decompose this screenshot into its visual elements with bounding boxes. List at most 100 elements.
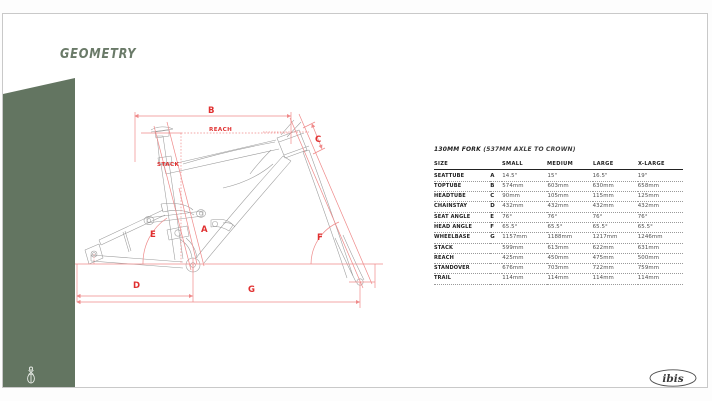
row-label: HEAD ANGLE: [434, 223, 473, 230]
column-header-size: SIZE: [434, 158, 488, 170]
row-value: 125mm: [637, 193, 660, 200]
row-value: 1217mm: [592, 234, 618, 241]
row-key: B: [490, 182, 495, 189]
row-value: 115mm: [592, 193, 614, 200]
row-key: C: [490, 193, 495, 200]
row-label: STACK: [434, 244, 454, 251]
row-label: REACH: [434, 254, 454, 261]
diagram-label-STACK: STACK: [157, 162, 179, 168]
spec-title-paren: (537MM AXLE TO CROWN): [483, 145, 576, 153]
row-label: TRAIL: [434, 275, 452, 282]
row-label: SEAT ANGLE: [434, 213, 471, 220]
row-key: G: [490, 234, 495, 241]
column-header-small: SMALL: [502, 158, 546, 170]
row-value: 574mm: [502, 182, 524, 189]
row-value: 65.5°: [637, 223, 653, 230]
diagram-label-D: D: [133, 281, 140, 291]
table-row: STANDOVER 676mm 703mm 722mm 759mm: [434, 264, 683, 274]
row-value: 432mm: [547, 203, 569, 210]
ibis-wordmark: ibis: [662, 373, 683, 385]
row-value: 65.5°: [547, 223, 563, 230]
diagram-label-G: G: [248, 285, 255, 295]
row-key: [490, 253, 502, 263]
row-value: 658mm: [637, 182, 660, 189]
table-row: SEAT ANGLE E 76° 76° 76° 76°: [434, 212, 683, 223]
row-value: 475mm: [592, 254, 614, 261]
row-value: 114mm: [592, 275, 614, 282]
geometry-spec-table: 130MM FORK (537MM AXLE TO CROWN) SIZE SM…: [434, 145, 684, 285]
row-value: 703mm: [547, 265, 569, 272]
diagram-label-B: B: [208, 106, 214, 116]
sidebar-bike-glyph-icon: [27, 366, 35, 384]
row-value: 114mm: [502, 275, 524, 282]
row-value: 76°: [637, 213, 648, 220]
row-value: 631mm: [637, 244, 660, 251]
row-key: F: [490, 223, 494, 230]
row-value: 105mm: [547, 193, 569, 200]
row-value: 630mm: [592, 182, 614, 189]
row-value: 90mm: [502, 193, 521, 200]
row-value: 599mm: [502, 244, 524, 251]
diagram-label-E: E: [150, 230, 156, 240]
row-value: 76°: [502, 213, 513, 220]
ibis-brand-logo: ibis: [649, 369, 697, 387]
row-value: 432mm: [502, 203, 524, 210]
column-header-key: [490, 158, 502, 170]
row-value: 114mm: [637, 275, 660, 282]
row-label: STANDOVER: [434, 265, 470, 272]
row-label: CHAINSTAY: [434, 203, 468, 210]
table-header-row: SIZE SMALL MEDIUM LARGE X-LARGE: [434, 158, 683, 170]
row-value: 19": [637, 172, 648, 179]
row-value: 15": [547, 172, 558, 179]
row-value: 759mm: [637, 265, 660, 272]
row-value: 14.5": [502, 172, 518, 179]
diagram-label-REACH: REACH: [209, 127, 232, 133]
table-row: TOPTUBE B 574mm 603mm 630mm 658mm: [434, 181, 683, 192]
row-key: [490, 274, 502, 284]
row-value: 1246mm: [637, 234, 663, 241]
diagram-label-F: F: [317, 233, 323, 243]
table-row: HEAD ANGLE F 65.5° 65.5° 65.5° 65.5°: [434, 222, 683, 233]
column-header-large: LARGE: [592, 158, 636, 170]
row-value: 603mm: [547, 182, 569, 189]
diagram-label-A: A: [201, 225, 208, 235]
row-value: 1157mm: [502, 234, 528, 241]
row-value: 432mm: [637, 203, 660, 210]
diagram-label-C: C: [315, 135, 321, 145]
row-label: WHEELBASE: [434, 234, 471, 241]
row-value: 76°: [547, 213, 558, 220]
row-key: [490, 264, 502, 274]
row-value: 425mm: [502, 254, 524, 261]
row-key: D: [490, 203, 495, 210]
table-row: HEADTUBE C 90mm 105mm 115mm 125mm: [434, 192, 683, 202]
table-row: STACK 599mm 613mm 622mm 631mm: [434, 243, 683, 254]
row-key: A: [490, 172, 495, 179]
row-value: 613mm: [547, 244, 569, 251]
row-value: 622mm: [592, 244, 614, 251]
row-label: HEADTUBE: [434, 193, 466, 200]
row-value: 76°: [592, 213, 603, 220]
row-label: TOPTUBE: [434, 182, 462, 189]
table-row: CHAINSTAY D 432mm 432mm 432mm 432mm: [434, 202, 683, 213]
column-header-medium: MEDIUM: [547, 158, 591, 170]
green-side-panel: [3, 78, 75, 387]
row-value: 1188mm: [547, 234, 573, 241]
geometry-table: SIZE SMALL MEDIUM LARGE X-LARGE SEATTUBE…: [434, 158, 683, 285]
column-header-xlarge: X-LARGE: [637, 158, 681, 170]
row-value: 676mm: [502, 265, 524, 272]
row-value: 722mm: [592, 265, 614, 272]
row-value: 65.5°: [502, 223, 518, 230]
row-label: SEATTUBE: [434, 172, 465, 179]
catalog-sheet: GEOMETRY: [2, 13, 708, 388]
table-row: WHEELBASE G 1157mm 1188mm 1217mm 1246mm: [434, 233, 683, 244]
row-value: 500mm: [637, 254, 660, 261]
geometry-diagram: B REACH STACK A C D E F G: [63, 92, 413, 332]
row-value: 65.5°: [592, 223, 608, 230]
row-key: E: [490, 213, 494, 220]
spec-table-title: 130MM FORK (537MM AXLE TO CROWN): [434, 145, 667, 153]
row-value: 432mm: [592, 203, 614, 210]
spec-title-bold: 130MM FORK: [434, 145, 481, 153]
